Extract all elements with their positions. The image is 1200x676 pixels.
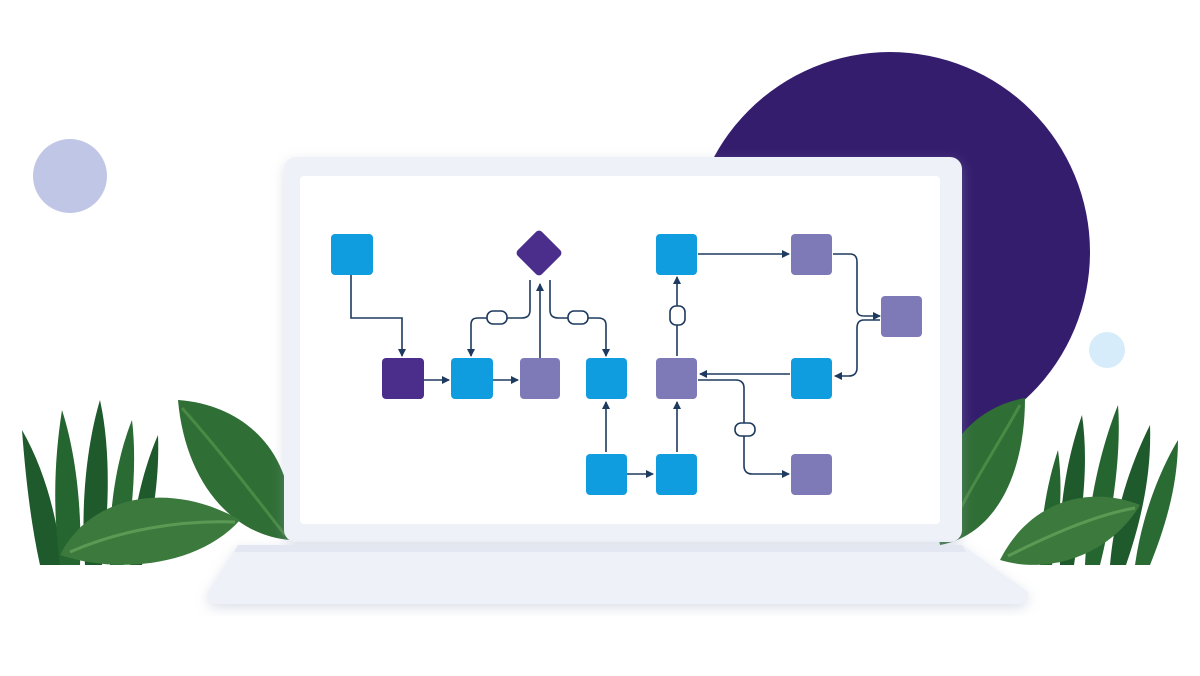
grass-blade [55,410,81,565]
connector-labels [486,305,756,437]
connector-label [567,310,589,325]
leaf-vein [180,407,287,536]
process-node [586,358,627,399]
laptop-keyboard-base [207,545,1029,604]
process-node [382,358,424,399]
connector [834,319,880,380]
connector [833,253,881,320]
connector-label [734,422,756,437]
process-node [586,454,627,495]
connector-label [669,305,686,326]
light-blue-circle [1089,332,1125,368]
process-node [791,358,832,399]
process-node [331,234,373,275]
process-node [791,454,832,495]
process-node [791,234,832,275]
flow-connectors [350,250,881,478]
laptop-hinge [234,545,966,552]
grass-blade [22,430,62,565]
process-node [656,234,697,275]
decision-node [516,230,562,276]
big-leaf [60,497,240,565]
process-node [656,454,697,495]
grass-blade [1135,440,1178,565]
process-node [451,358,493,399]
process-node [881,296,922,337]
process-node [656,358,697,399]
connector-label [486,310,508,325]
lavender-circle [33,139,107,213]
leaf-vein [1007,506,1136,558]
connector [350,275,406,357]
right-plant [936,398,1178,565]
flow-nodes [331,230,922,495]
left-plant [22,400,292,565]
big-leaf [1000,496,1140,565]
leaf-vein [69,520,236,554]
laptop-screen [300,176,940,524]
process-node [520,358,560,399]
